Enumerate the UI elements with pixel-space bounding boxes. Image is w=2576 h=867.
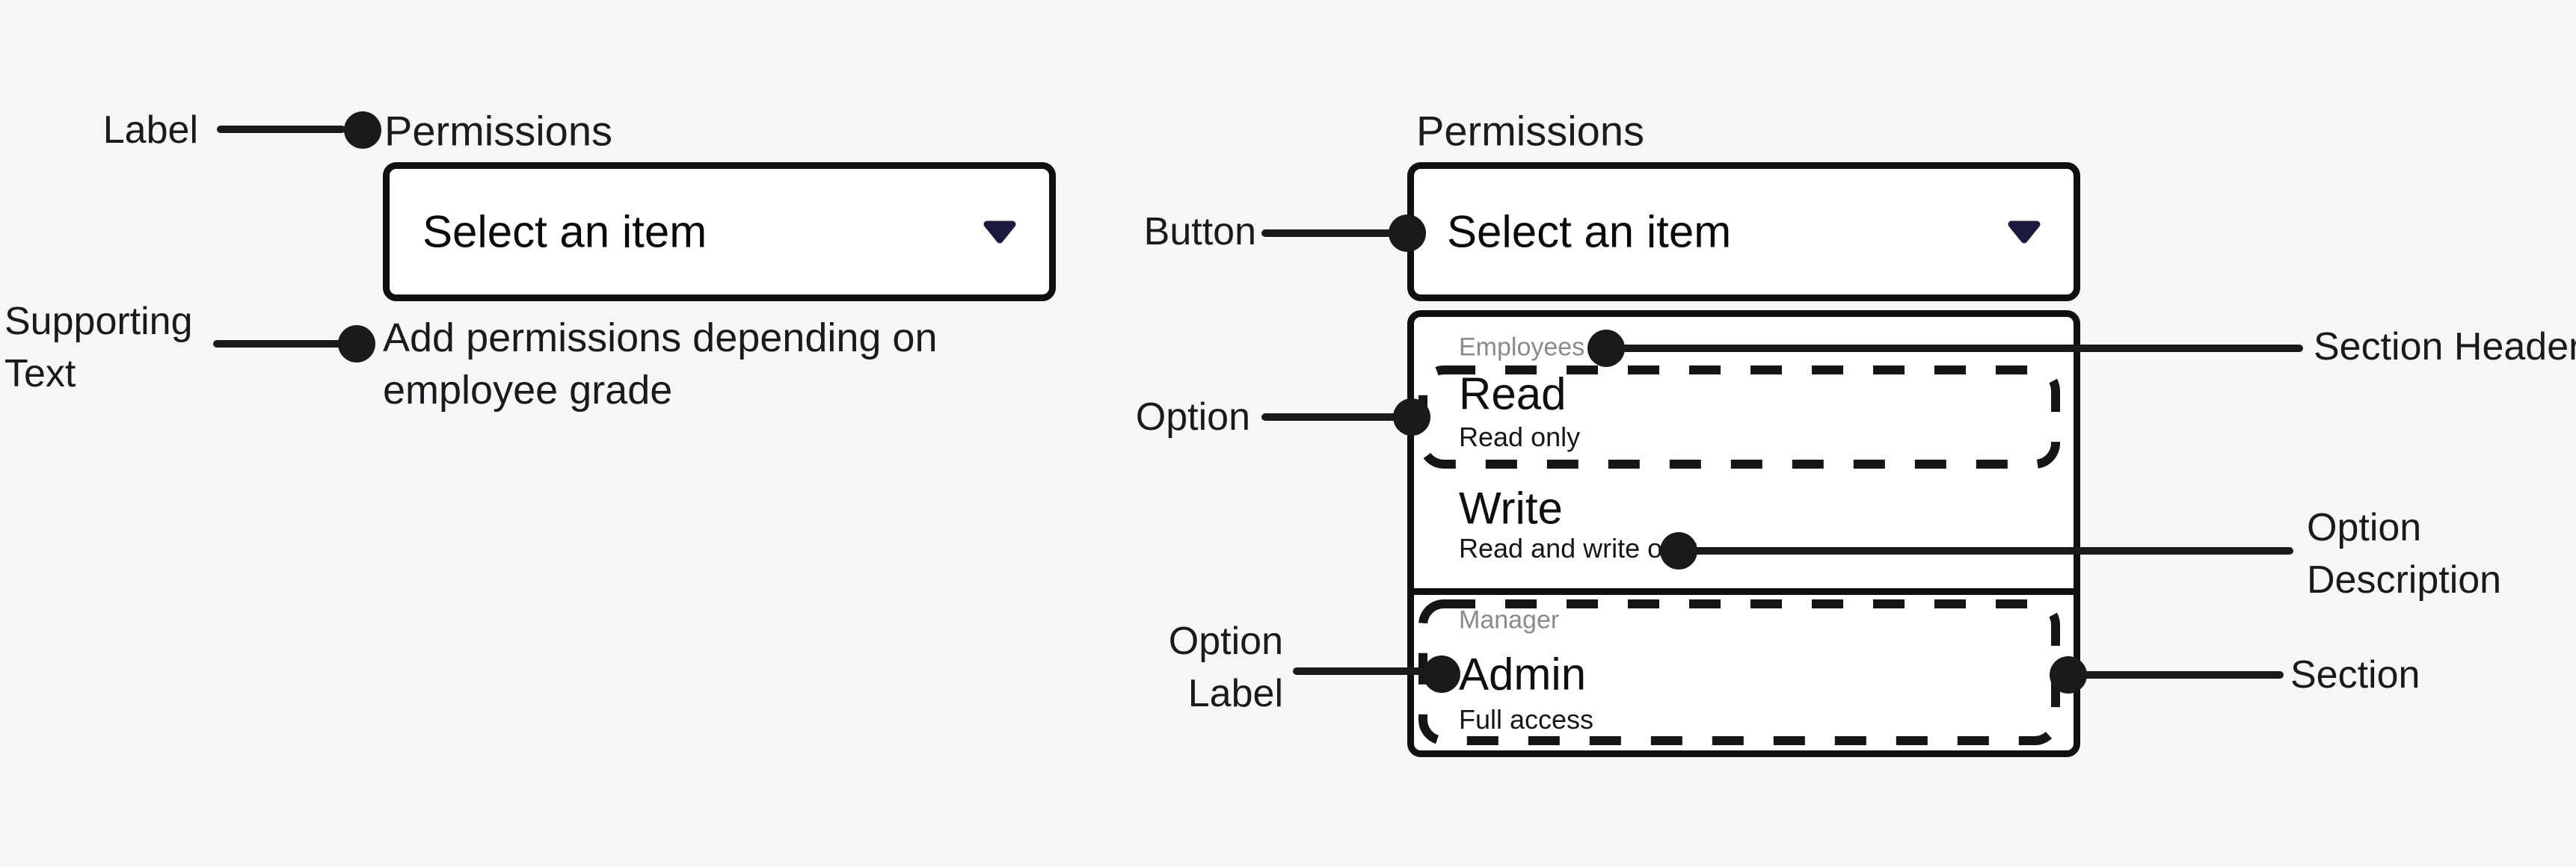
- callout-option-label-text: Option Label: [1168, 620, 1283, 715]
- select-button-right[interactable]: Select an item: [1407, 162, 2080, 301]
- callout-label-text: Label: [102, 108, 198, 152]
- option-label: Read: [1459, 368, 1567, 419]
- callout-supporting-text: Supporting Text: [4, 300, 193, 395]
- select-button-left[interactable]: Select an item: [383, 162, 1056, 301]
- callout-label-line: [217, 126, 345, 133]
- option-write[interactable]: Write Read and write only: [1414, 469, 2074, 588]
- select-button-value: Select an item: [422, 206, 707, 257]
- callout-supporting-line: [213, 340, 342, 348]
- option-label: Admin: [1459, 649, 1587, 700]
- section-header-manager: Manager: [1459, 605, 1560, 635]
- section-divider: [1414, 588, 2074, 595]
- callout-button-line: [1261, 229, 1395, 237]
- supporting-text: Add permissions depending on employee gr…: [383, 315, 938, 413]
- callout-option-label-dot: [1423, 655, 1460, 693]
- callout-option-dot: [1393, 398, 1430, 436]
- callout-option-description-text: Option Description: [2307, 506, 2502, 602]
- callout-supporting-dot: [338, 325, 375, 362]
- option-description: Full access: [1459, 704, 1594, 735]
- callout-option-line: [1261, 413, 1398, 421]
- select-button-frame: [383, 162, 1056, 301]
- callout-button-dot: [1389, 215, 1426, 252]
- callout-button-text: Button: [1143, 210, 1256, 253]
- callout-section-dot: [2050, 656, 2087, 694]
- callout-section-header-dot: [1587, 330, 1625, 367]
- callout-option-description-line: [1679, 547, 2293, 555]
- dropdown-menu: Employees Read Read only Write Read and …: [1407, 310, 2080, 757]
- callout-section-line: [2068, 671, 2284, 679]
- callout-option-label-line: [1293, 667, 1432, 675]
- section-header-employees: Employees: [1459, 333, 1585, 362]
- option-admin[interactable]: Admin Full access: [1414, 635, 2074, 742]
- callout-option-description-dot: [1660, 532, 1697, 570]
- callout-option-text: Option: [1135, 395, 1250, 439]
- callout-section-text: Section: [2290, 653, 2420, 697]
- option-label: Write: [1459, 483, 1563, 534]
- option-description: Read only: [1459, 422, 1581, 452]
- chevron-down-icon: [983, 219, 1017, 244]
- select-button-value: Select an item: [1447, 206, 1732, 257]
- field-label-right: Permissions: [1416, 107, 1644, 155]
- select-button-frame: [1407, 162, 2080, 301]
- callout-section-header-line: [1606, 345, 2303, 352]
- field-label-left: Permissions: [384, 107, 612, 155]
- option-read[interactable]: Read Read only: [1414, 361, 2074, 469]
- chevron-down-icon: [2007, 219, 2041, 244]
- option-description: Read and write only: [1459, 533, 1697, 564]
- callout-label-dot: [344, 111, 381, 149]
- dropdown-menu-frame: [1407, 310, 2080, 757]
- callout-section-header-text: Section Header: [2314, 325, 2576, 368]
